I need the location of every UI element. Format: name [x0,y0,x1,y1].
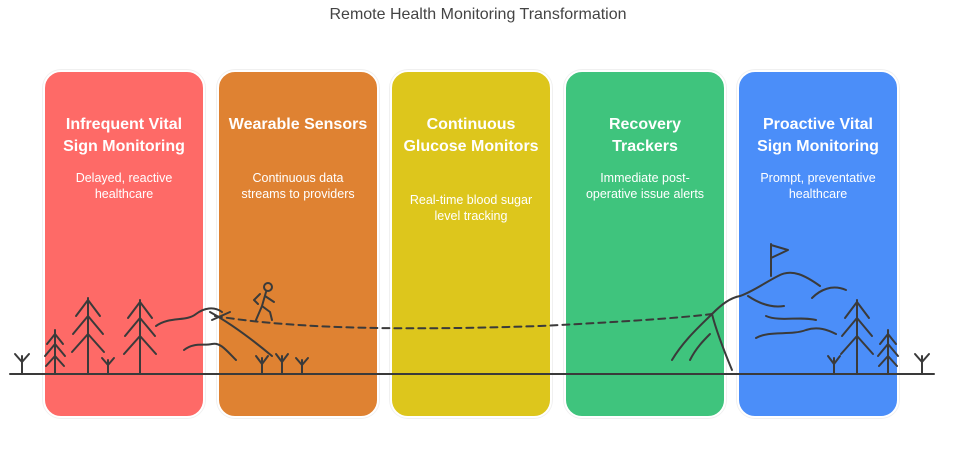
stage-description: Prompt, preventative healthcare [760,171,876,201]
stage-card-proactive-monitoring: Proactive Vital Sign Monitoring Prompt, … [737,70,899,418]
stage-description: Immediate post-operative issue alerts [585,171,705,201]
page-title: Remote Health Monitoring Transformation [329,6,627,23]
stage-card-glucose-monitors: Continuous Glucose Monitors Real-time bl… [390,70,552,418]
stage-card-infrequent-monitoring: Infrequent Vital Sign Monitoring Delayed… [43,70,205,418]
stage-title: Continuous Glucose Monitors [403,116,539,155]
grass-tuft-icon [14,353,30,375]
stage-title: Infrequent Vital Sign Monitoring [63,116,185,155]
stage-card-wearable-sensors: Wearable Sensors Continuous data streams… [217,70,379,418]
stage-description: Continuous data streams to providers [241,171,355,201]
stage-card-recovery-trackers: Recovery Trackers Immediate post-operati… [564,70,726,418]
stage-title: Proactive Vital Sign Monitoring [757,116,879,155]
grass-tuft-icon [914,353,930,375]
stage-description: Real-time blood sugar level tracking [409,193,533,223]
stage-description: Delayed, reactive healthcare [75,171,173,201]
stage-title: Wearable Sensors [228,116,368,133]
stage-title: Recovery Trackers [608,116,682,155]
